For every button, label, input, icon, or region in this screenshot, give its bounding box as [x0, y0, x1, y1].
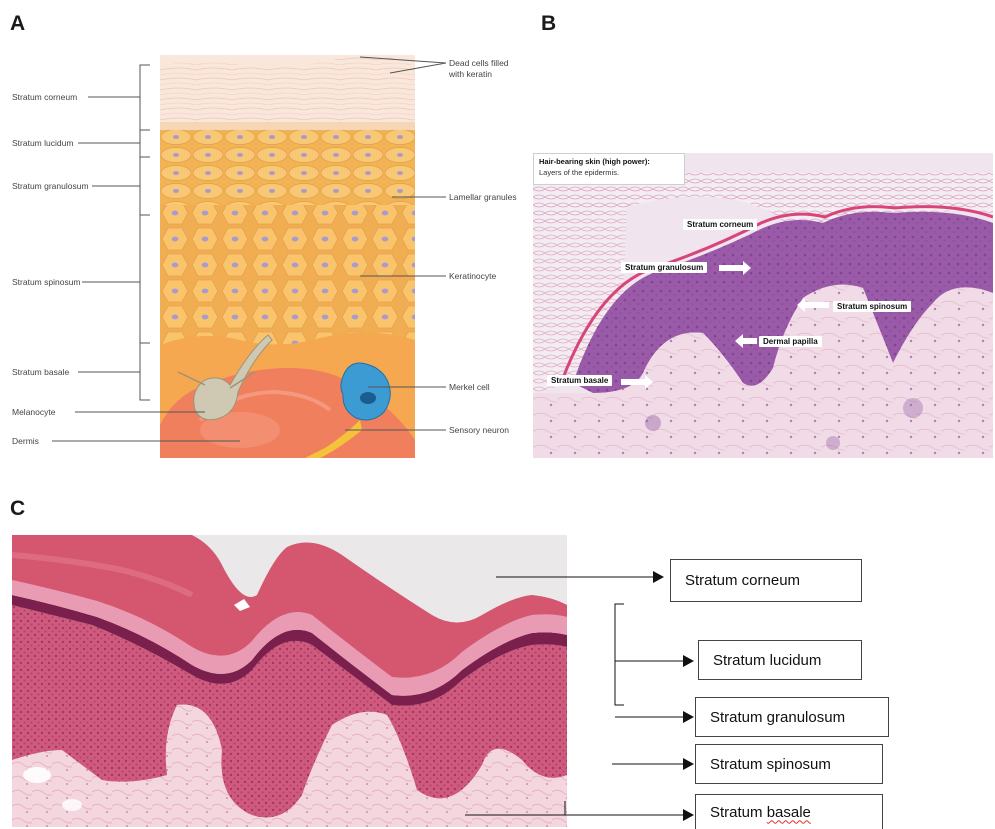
label-a-dead-cells-2: with keratin [449, 69, 492, 79]
label-a-stratum-spinosum: Stratum spinosum [12, 277, 81, 287]
label-a-lamellar-granules: Lamellar granules [449, 192, 517, 202]
b-caption-sub: Layers of the epidermis. [539, 168, 679, 177]
layer-bracket [140, 65, 150, 400]
c-bracket [615, 604, 624, 705]
c-box-stratum-corneum-text: Stratum corneum [685, 572, 800, 589]
label-b-stratum-corneum: Stratum corneum [683, 219, 757, 230]
c-box-stratum-basale-text: Stratum [710, 804, 767, 821]
c-box-stratum-basale-text-underlined: basale [767, 804, 811, 821]
panel-b-letter: B [541, 12, 556, 36]
label-b-stratum-granulosum: Stratum granulosum [621, 262, 707, 273]
panel-b-micrograph [533, 153, 993, 458]
label-a-stratum-corneum: Stratum corneum [12, 92, 77, 102]
label-a-sensory-neuron: Sensory neuron [449, 425, 509, 435]
c-box-stratum-granulosum-text: Stratum granulosum [710, 709, 845, 726]
label-a-dermis: Dermis [12, 436, 39, 446]
label-b-stratum-spinosum: Stratum spinosum [833, 301, 911, 312]
c-box-stratum-basale: Stratum basale [695, 794, 883, 829]
label-a-melanocyte: Melanocyte [12, 407, 55, 417]
label-a-dead-cells-1: Dead cells filled [449, 58, 509, 68]
label-b-stratum-basale: Stratum basale [547, 375, 612, 386]
granulosum-layer [160, 130, 415, 210]
c-box-stratum-spinosum-text: Stratum spinosum [710, 756, 831, 773]
c-box-stratum-spinosum: Stratum spinosum [695, 744, 883, 784]
b-caption-title: Hair-bearing skin (high power): [539, 157, 679, 166]
label-a-keratinocyte: Keratinocyte [449, 271, 496, 281]
panel-a-illustration [0, 0, 520, 470]
c-box-stratum-lucidum-text: Stratum lucidum [713, 652, 821, 669]
panel-c-letter: C [10, 497, 25, 521]
b-caption-box: Hair-bearing skin (high power): Layers o… [533, 153, 685, 185]
c-box-stratum-granulosum: Stratum granulosum [695, 697, 889, 737]
skin-cross-section [160, 55, 415, 458]
label-b-dermal-papilla: Dermal papilla [759, 336, 822, 347]
label-a-stratum-granulosum: Stratum granulosum [12, 181, 89, 191]
c-box-stratum-lucidum: Stratum lucidum [698, 640, 862, 680]
label-a-merkel-cell: Merkel cell [449, 382, 490, 392]
label-a-stratum-lucidum: Stratum lucidum [12, 138, 73, 148]
c-box-stratum-corneum: Stratum corneum [670, 559, 862, 602]
label-a-stratum-basale: Stratum basale [12, 367, 69, 377]
